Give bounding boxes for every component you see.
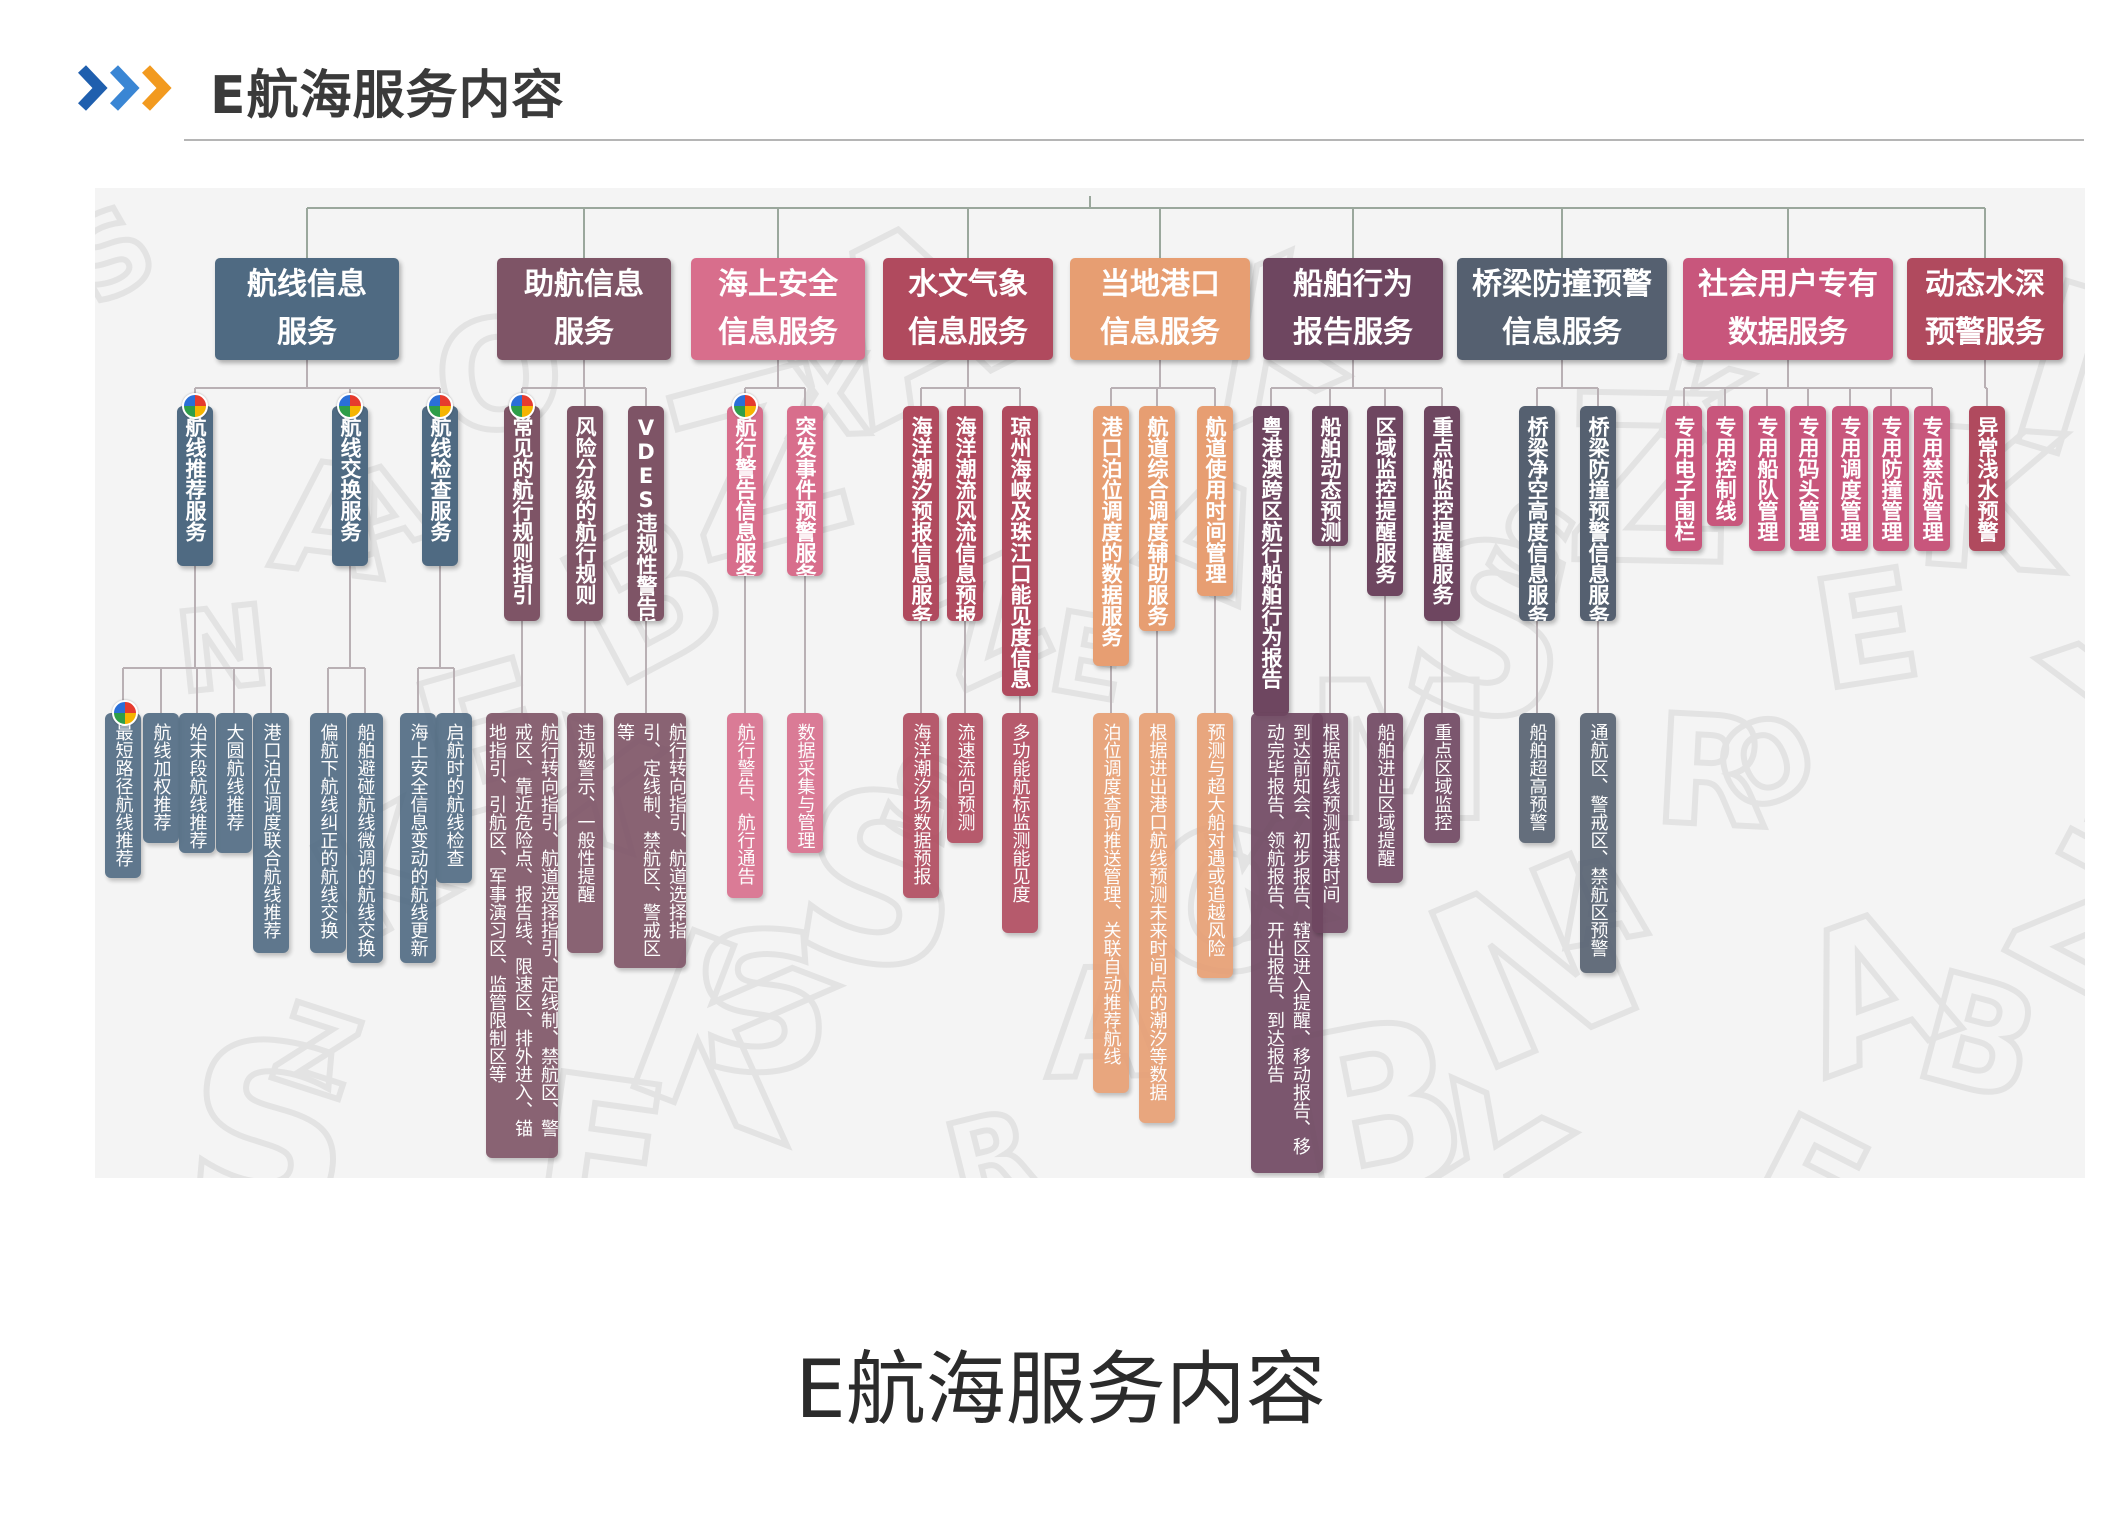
background-glyph: N [170,581,275,718]
caption: E航海服务内容 [795,1343,1326,1436]
category-label: 当地港口 [1100,267,1220,302]
category-box: 水文气象信息服务 [883,258,1053,360]
level1-node: 粤港澳跨区航行船舶行为报告 [1253,406,1289,716]
level2-node: 重点区域监控 [1424,713,1460,843]
category-label: 助航信息 [524,267,644,302]
level1-node: 船舶动态预测 [1312,406,1348,546]
level2-node: 流速流向预测 [947,713,983,843]
level2-node: 航行警告、航行通告 [727,713,763,898]
category-label: 信息服务 [1502,315,1622,350]
header: E航海服务内容 [70,45,2084,145]
level1-node: 专用防撞管理 [1873,406,1909,551]
category-label: 水文气象 [908,267,1028,302]
level2-node: 海洋潮汐场数据预报 [903,713,939,898]
color-wheel-icon [182,393,208,419]
category-label: 桥梁防撞预警 [1472,267,1652,302]
level2-node: 航线加权推荐 [143,713,179,843]
level2-node: 预测与超大船对遇或追越风险 [1197,713,1233,978]
background-glyph: S [175,992,363,1178]
level2-node: 航行转向指引、航道选择指引、定线制、禁航区、警戒区、靠近危险点、报告线、限速区、… [486,713,558,1158]
background-glyph: R [1650,683,1774,863]
level1-node: 海洋潮汐预报信息服务 [903,406,939,621]
level2-node: 根据航线预测抵港时间 [1312,713,1348,933]
connector-lines [122,196,1988,716]
level2-node: 启航时的航线检查 [436,713,472,883]
level1-node: 航道使用时间管理 [1197,406,1233,596]
chevrons-icon [78,65,172,111]
level1-node: 桥梁防撞预警信息服务 [1580,406,1616,621]
color-wheel-icon [427,393,453,419]
category-box: 社会用户专有数据服务 [1683,258,1893,360]
level2-node: 违规警示、一般性提醒 [567,713,603,953]
level1-node: 突发事件预警服务 [787,406,823,576]
background-glyph: A [264,428,400,615]
category-label: 动态水深 [1925,267,2045,302]
category-label: 船舶行为 [1293,267,1413,302]
level1-node: 重点船监控提醒服务 [1424,406,1460,621]
level2-node: 大圆航线推荐 [216,713,252,853]
level1-node: 常见的航行规则指引 [504,406,540,621]
color-wheel-icon [509,393,535,419]
level1-node: 专用船队管理 [1749,406,1785,551]
level1-node: VDES违规性警告指引 [628,406,664,621]
service-tree-diagram: SAEKXZOBSRAMNKEZSAXSAEKXZOBSRAMNKEZSAXSA… [95,188,2085,1178]
level2-node: 泊位调度查询推送管理、关联自动推荐航线 [1093,713,1129,1093]
level2-node: 通航区、警戒区、禁航区预警 [1580,713,1616,973]
level2-node: 航行转向指引、航道选择指引、定线制、禁航区、警戒区等 [614,713,686,968]
category-box: 动态水深预警服务 [1907,258,2063,360]
category-label: 报告服务 [1293,315,1413,350]
level1-node: 港口泊位调度的数据服务 [1093,406,1129,666]
category-box: 当地港口信息服务 [1070,258,1250,360]
category-label: 信息服务 [1100,315,1220,350]
category-label: 数据服务 [1728,315,1848,350]
category-label: 信息服务 [718,315,838,350]
background-glyph: S [687,889,839,1119]
level1-node: 专用码头管理 [1790,406,1826,551]
category-label: 信息服务 [908,315,1028,350]
level1-node: 桥梁净空高度信息服务 [1519,406,1555,621]
color-wheel-icon [337,393,363,419]
level1-node: 专用禁航管理 [1914,406,1950,551]
level1-node: 航线交换服务 [332,406,368,566]
category-box: 海上安全信息服务 [691,258,865,360]
category-label: 预警服务 [1925,315,2045,350]
category-label: 航线信息 [247,267,367,302]
divider [184,139,2084,141]
level1-node: 琼州海峡及珠江口能见度信息 [1002,406,1038,696]
level2-node: 到达前知会、初步报告、辖区进入提醒、移动报告、移动完毕报告、领航报告、开出报告、… [1251,713,1323,1173]
level1-node: 航行警告信息服务 [727,406,763,576]
level1-node: 航线推荐服务 [177,406,213,566]
level1-node: 专用控制线 [1707,406,1743,526]
color-wheel-icon [112,700,138,726]
level1-node: 专用调度管理 [1832,406,1868,551]
category-label: 服务 [277,315,337,350]
level1-node: 专用电子围栏 [1666,406,1702,551]
level1-node: 航线检查服务 [422,406,458,566]
category-label: 社会用户专有 [1698,267,1878,302]
level2-node: 根据进出港口航线预测未来时间点的潮汐等数据 [1139,713,1175,1123]
category-box: 船舶行为报告服务 [1263,258,1443,360]
level1-node: 异常浅水预警 [1969,406,2005,551]
category-box: 航线信息服务 [215,258,399,360]
level1-node: 航道综合调度辅助服务 [1139,406,1175,631]
category-label: 服务 [554,315,614,350]
category-box: 桥梁防撞预警信息服务 [1457,258,1667,360]
level2-node: 多功能航标监测能见度 [1002,713,1038,933]
category-box: 助航信息服务 [497,258,671,360]
level2-node: 船舶避碰航线微调的航线交换 [347,713,383,963]
level2-node: 偏航下航线纠正的航线交换 [310,713,346,953]
level2-node: 港口泊位调度联合航线推荐 [253,713,289,953]
level2-node: 海上安全信息变动的航线更新 [400,713,436,963]
level1-node: 区域监控提醒服务 [1367,406,1403,596]
level2-node: 最短路径航线推荐 [105,713,141,878]
level2-node: 数据采集与管理 [787,713,823,853]
level2-node: 船舶进出区域提醒 [1367,713,1403,883]
category-label: 海上安全 [718,267,838,302]
level2-node: 始末段航线推荐 [179,713,215,853]
color-wheel-icon [732,393,758,419]
level1-node: 海洋潮流风流信息预报 [947,406,983,621]
page-title: E航海服务内容 [210,66,565,126]
level1-node: 风险分级的航行规则 [567,406,603,621]
level2-node: 船舶超高预警 [1519,713,1555,843]
